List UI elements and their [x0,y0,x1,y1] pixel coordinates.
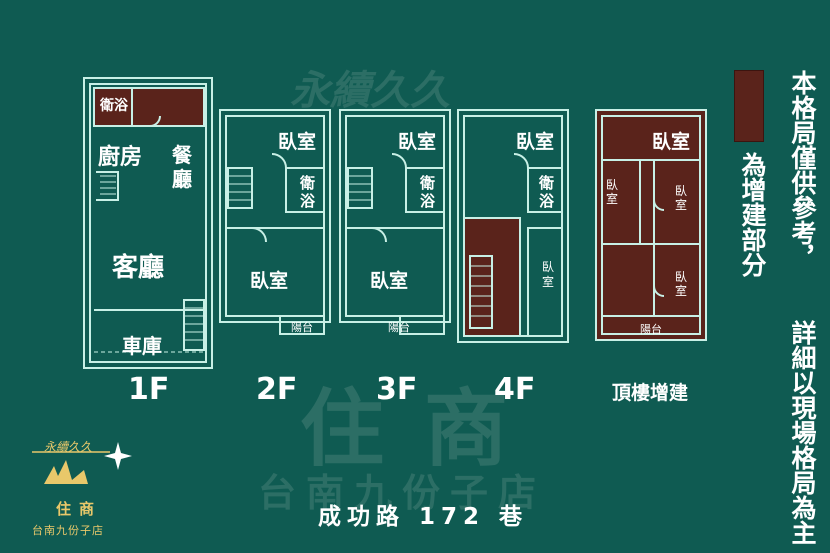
room-label: 臥室 [675,270,688,298]
floor-3f-plan [339,109,451,335]
company-logo: 永續久久 住商 台南九份子店 [14,436,140,546]
floor-label-4f: 4F [494,372,536,407]
floor-label-roof: 頂樓增建 [612,382,689,404]
room-label: 臥室 [278,131,317,153]
floor-roof-plan [595,109,707,341]
room-label: 餐廳 [172,143,192,191]
logo-name: 住商 [56,500,103,518]
room-label: 臥室 [675,184,688,212]
room-label: 陽台 [291,321,313,334]
note-line-1: 本格局僅供參考， [788,70,817,270]
floor-2f-plan [219,109,331,335]
room-label: 陽台 [640,323,662,336]
room-label: 臥室 [370,270,409,292]
floor-label-1f: 1F [128,372,170,407]
room-label: 臥室 [606,178,619,206]
room-label: 衛浴 [420,174,436,210]
legend-text: 為增建部分 [738,152,767,277]
floor-label-3f: 3F [376,372,418,407]
room-label: 衛浴 [300,174,316,210]
logo-brand: 永續久久 [44,440,93,454]
watermark-name: 住商 [300,380,549,478]
floor-4f-plan [457,109,569,343]
room-label: 客廳 [112,253,165,283]
room-label: 衛浴 [539,174,555,210]
room-label: 廚房 [98,145,143,170]
floor-1f-plan [83,77,213,369]
room-label: 車庫 [122,334,162,358]
floor-label-2f: 2F [256,372,298,407]
watermark-brand: 永續久久 [290,68,450,114]
room-label: 臥室 [250,270,289,292]
room-label: 臥室 [516,131,555,153]
watermark-branch: 台南九份子店 [258,471,547,515]
room-label: 臥室 [652,131,691,153]
logo-star-icon [32,442,132,484]
room-label: 臥室 [398,131,437,153]
logo-branch: 台南九份子店 [32,524,104,537]
addition-legend-swatch [734,70,764,142]
room-label: 臥室 [542,260,555,289]
room-label: 陽台 [388,321,410,334]
room-label: 衛浴 [100,98,128,114]
note-line-2: 詳細以現場格局為主 [788,320,817,545]
street-name: 成功路 172 巷 [318,504,529,530]
